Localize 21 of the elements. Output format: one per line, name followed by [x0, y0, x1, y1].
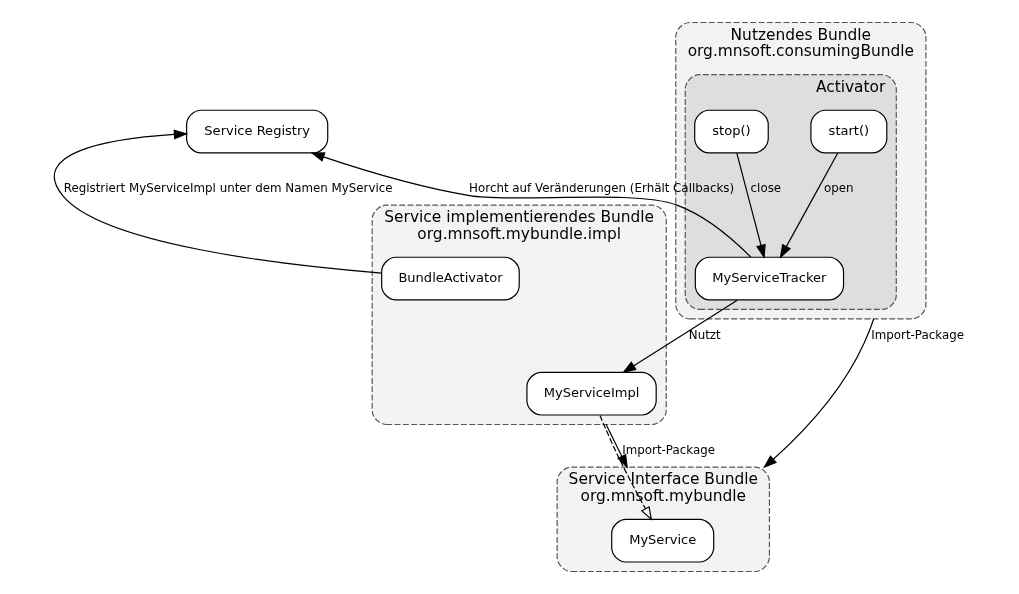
edge-label: Import-Package: [870, 328, 964, 343]
node-box: MyService: [610, 518, 714, 563]
edge-label: Horcht auf Veränderungen (Erhält Callbacks): [468, 181, 734, 196]
node-box: start(): [809, 109, 887, 154]
node-box: MyServiceImpl: [525, 371, 657, 416]
arrow: [735, 152, 766, 259]
node-box: stop(): [693, 109, 769, 154]
arrow: [762, 318, 874, 469]
arrow: [53, 129, 382, 274]
edge-label: Import-Package: [621, 443, 715, 458]
node-box: BundleActivator: [380, 256, 520, 301]
arrow: [779, 152, 838, 259]
edge-label: Nutzt: [688, 328, 721, 343]
arrow: [598, 414, 652, 521]
node-box: MyServiceTracker: [694, 256, 844, 301]
edge-label: Registriert MyServiceImpl unter dem Namen MyService: [63, 181, 393, 196]
node-box: Service Registry: [185, 109, 328, 154]
edge-label: open: [823, 181, 854, 196]
arrow: [309, 152, 751, 258]
arrow: [605, 423, 628, 469]
edge-label: close: [750, 181, 781, 196]
